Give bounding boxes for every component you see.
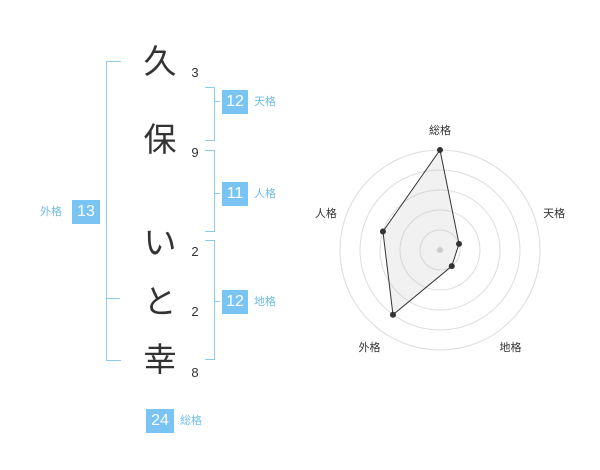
jinkaku-label: 人格: [254, 187, 276, 200]
radar-grid-ring-2: [399, 209, 481, 291]
stroke-count-3: 2: [191, 244, 199, 259]
radar-grid-ring-3: [379, 189, 501, 311]
chikaku-label: 地格: [254, 295, 276, 308]
chikaku-value: 12: [222, 290, 248, 314]
tenkaku-bracket: [205, 87, 215, 141]
radar-center-dot: [437, 247, 443, 253]
radar-point-1: [437, 147, 443, 153]
gaikaku-label: 外格: [40, 205, 62, 218]
gaikaku-bracket: [106, 61, 121, 361]
name-char-1: 久: [143, 42, 177, 81]
stroke-count-2: 9: [191, 145, 199, 160]
name-char-4: と: [143, 282, 177, 321]
jinkaku-value: 11: [222, 182, 248, 206]
gaikaku-value: 13: [72, 200, 100, 224]
jinkaku-bracket: [205, 150, 215, 232]
radar-axis-label-5: 人格: [315, 206, 337, 220]
soukaku-label: 総格: [180, 414, 202, 427]
radar-point-4: [389, 311, 396, 318]
radar-axis-label-2: 天格: [543, 206, 565, 220]
gaikaku-inner-tick: [106, 298, 120, 299]
stroke-count-1: 3: [191, 65, 199, 80]
radar-point-5: [379, 228, 386, 235]
tenkaku-label: 天格: [254, 95, 276, 108]
soukaku-value: 24: [146, 409, 174, 433]
name-char-5: 幸: [143, 340, 177, 379]
tenkaku-tick: [214, 101, 220, 102]
radar-axis-label-1: 総格: [429, 123, 451, 137]
radar-axis-label-4: 外格: [358, 340, 380, 354]
radar-axis-label-3: 地格: [500, 340, 522, 354]
name-char-2: 保: [143, 120, 177, 159]
name-char-3: い: [143, 223, 177, 262]
stroke-count-4: 2: [191, 304, 199, 319]
tenkaku-value: 12: [222, 90, 248, 114]
radar-series-polygon: [382, 148, 460, 316]
radar-point-3: [448, 263, 455, 270]
radar-grid-ring-1: [419, 229, 461, 271]
stroke-count-5: 8: [191, 365, 199, 380]
radar-point-2: [456, 240, 463, 247]
chikaku-tick: [214, 301, 220, 302]
radar-grid-ring-4: [359, 169, 521, 331]
chikaku-bracket: [205, 240, 215, 360]
jinkaku-tick: [214, 193, 220, 194]
